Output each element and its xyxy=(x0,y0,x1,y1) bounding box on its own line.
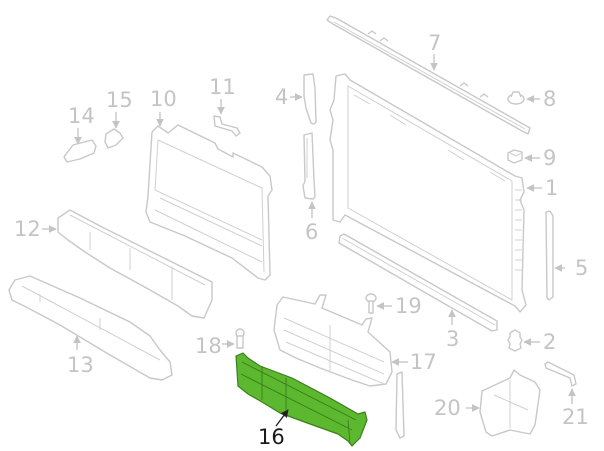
callout-15[interactable]: 15 xyxy=(106,88,133,112)
part-21-holder[interactable] xyxy=(544,361,577,387)
part-18-bolt[interactable] xyxy=(235,328,245,349)
callout-10[interactable]: 10 xyxy=(150,87,177,111)
callout-20[interactable]: 20 xyxy=(434,396,461,420)
part-9-clip[interactable] xyxy=(507,149,523,164)
part-11-bracket[interactable] xyxy=(213,115,241,137)
part-14-side-bracket[interactable] xyxy=(63,139,97,163)
part-2-mount-bushing[interactable] xyxy=(507,329,523,352)
callout-5[interactable]: 5 xyxy=(575,256,589,280)
part-20-side-air-guide[interactable] xyxy=(479,369,541,437)
part-16-lower-air-deflector[interactable] xyxy=(235,352,368,447)
callout-12[interactable]: 12 xyxy=(14,217,41,241)
callout-2[interactable]: 2 xyxy=(543,330,557,354)
part-6-lower-side-deflector[interactable] xyxy=(302,132,316,200)
part-10-air-guide-shroud[interactable] xyxy=(145,124,273,281)
callout-18[interactable]: 18 xyxy=(195,334,222,358)
callout-21[interactable]: 21 xyxy=(562,405,589,429)
callout-14[interactable]: 14 xyxy=(68,104,95,128)
part-15-retainer[interactable] xyxy=(104,128,124,149)
part-12-upper-air-duct[interactable] xyxy=(57,209,213,319)
part-4-upper-side-deflector[interactable] xyxy=(303,73,317,125)
callout-3[interactable]: 3 xyxy=(446,327,460,351)
callout-8[interactable]: 8 xyxy=(543,87,557,111)
callout-11[interactable]: 11 xyxy=(209,75,236,99)
part-1-radiator[interactable] xyxy=(329,73,527,313)
callout-1[interactable]: 1 xyxy=(545,176,559,200)
part-19-screw[interactable] xyxy=(365,293,377,314)
callout-9[interactable]: 9 xyxy=(543,146,557,170)
callout-19[interactable]: 19 xyxy=(395,294,422,318)
callout-17[interactable]: 17 xyxy=(410,350,437,374)
part-8-nut[interactable] xyxy=(507,91,525,105)
part-17-shutter-grille[interactable] xyxy=(273,294,405,439)
part-3-lower-seal-strip[interactable] xyxy=(338,233,498,332)
callout-13[interactable]: 13 xyxy=(67,353,94,377)
callout-6[interactable]: 6 xyxy=(305,220,319,244)
callout-4[interactable]: 4 xyxy=(275,85,289,109)
part-5-side-seal-strip[interactable] xyxy=(545,210,554,301)
part-13-lower-air-duct[interactable] xyxy=(8,275,173,381)
callout-7[interactable]: 7 xyxy=(428,31,442,55)
part-7-upper-seal-strip[interactable] xyxy=(326,15,531,135)
callout-16[interactable]: 16 xyxy=(258,425,285,449)
